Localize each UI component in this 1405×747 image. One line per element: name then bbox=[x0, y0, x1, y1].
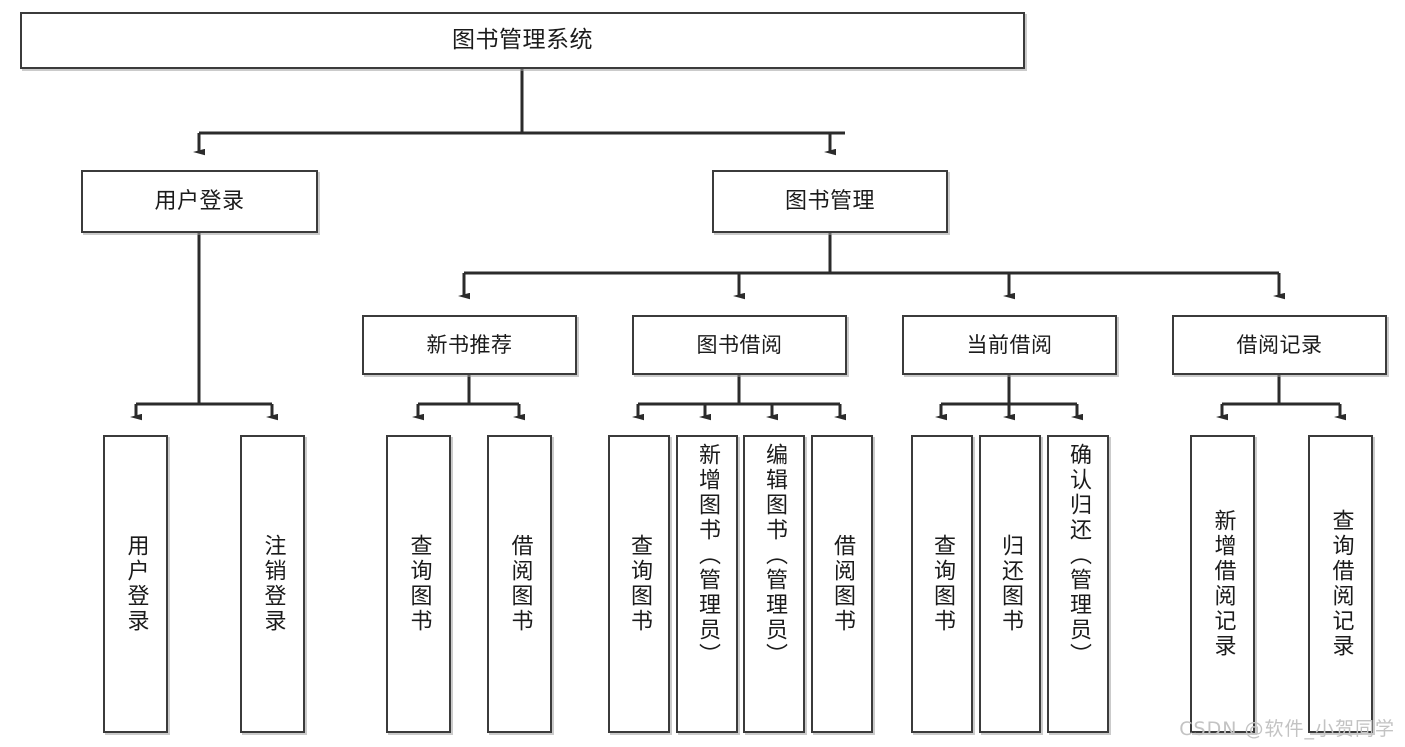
node-label: 图书管理系统 bbox=[452, 27, 593, 54]
node-label: 借阅图书 bbox=[830, 534, 855, 634]
node-book-borrow[interactable]: 图书借阅 bbox=[632, 315, 847, 375]
node-leaf-query-book-3[interactable]: 查询图书 bbox=[911, 435, 973, 733]
node-leaf-user-login[interactable]: 用户登录 bbox=[103, 435, 168, 733]
node-leaf-return-book[interactable]: 归还图书 bbox=[979, 435, 1041, 733]
node-label: 图书管理 bbox=[784, 188, 875, 214]
node-book-manage[interactable]: 图书管理 bbox=[712, 170, 948, 233]
node-current-borrow[interactable]: 当前借阅 bbox=[902, 315, 1117, 375]
csdn-watermark: CSDN @软件_小贺同学 bbox=[1179, 718, 1395, 740]
node-leaf-borrow-book-2[interactable]: 借阅图书 bbox=[811, 435, 873, 733]
node-label: 查询图书 bbox=[406, 534, 432, 634]
node-label: 借阅图书 bbox=[507, 534, 533, 634]
node-label: 用户登录 bbox=[154, 188, 245, 214]
node-label: 归还图书 bbox=[998, 534, 1023, 634]
node-new-book-rec[interactable]: 新书推荐 bbox=[362, 315, 577, 375]
node-leaf-add-book[interactable]: 新增图书（管理员） bbox=[676, 435, 738, 733]
node-label: 用户登录 bbox=[123, 534, 149, 634]
node-borrow-record[interactable]: 借阅记录 bbox=[1172, 315, 1387, 375]
node-leaf-add-record[interactable]: 新增借阅记录 bbox=[1190, 435, 1255, 733]
node-leaf-borrow-book-1[interactable]: 借阅图书 bbox=[487, 435, 552, 733]
node-leaf-user-logout[interactable]: 注销登录 bbox=[240, 435, 305, 733]
node-label: 查询图书 bbox=[930, 534, 955, 634]
node-label: 确认归还（管理员） bbox=[1066, 443, 1091, 668]
node-label: 查询图书 bbox=[627, 534, 652, 634]
node-leaf-edit-book[interactable]: 编辑图书（管理员） bbox=[743, 435, 805, 733]
node-label: 查询借阅记录 bbox=[1328, 509, 1354, 659]
node-user-login[interactable]: 用户登录 bbox=[81, 170, 318, 233]
node-leaf-query-book-1[interactable]: 查询图书 bbox=[386, 435, 451, 733]
node-label: 新增图书（管理员） bbox=[695, 443, 720, 668]
node-leaf-query-record[interactable]: 查询借阅记录 bbox=[1308, 435, 1373, 733]
node-label: 借阅记录 bbox=[1236, 332, 1323, 357]
node-label: 图书借阅 bbox=[696, 332, 783, 357]
node-leaf-confirm-return[interactable]: 确认归还（管理员） bbox=[1047, 435, 1109, 733]
node-leaf-query-book-2[interactable]: 查询图书 bbox=[608, 435, 670, 733]
node-label: 新书推荐 bbox=[426, 332, 513, 357]
node-label: 新增借阅记录 bbox=[1210, 509, 1236, 659]
node-label: 编辑图书（管理员） bbox=[762, 443, 787, 668]
node-root-system[interactable]: 图书管理系统 bbox=[20, 12, 1025, 69]
node-label: 当前借阅 bbox=[966, 332, 1053, 357]
node-label: 注销登录 bbox=[260, 534, 286, 634]
